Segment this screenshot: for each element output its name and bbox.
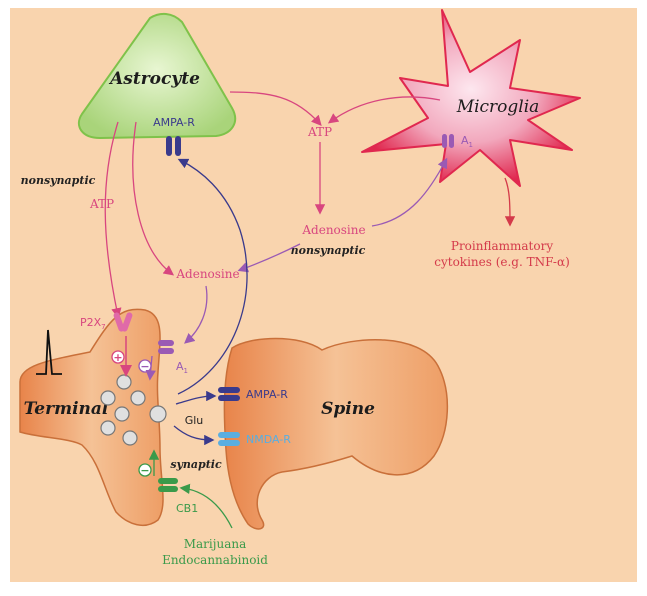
synaptic-label: synaptic <box>170 458 222 471</box>
vesicle <box>100 420 116 436</box>
a1-microglia-label: A1 <box>461 134 473 149</box>
atp-left-label: ATP <box>89 197 114 211</box>
arrow-microglia-cytokines <box>504 177 516 227</box>
arrow-a1-vesicles <box>145 355 156 381</box>
p2x7-receptor-icon <box>113 312 133 332</box>
adenosine-center-label: Adenosine <box>301 223 365 237</box>
nonsynaptic-center-label: nonsynaptic <box>291 244 366 257</box>
adenosine-left-label: Adenosine <box>175 267 239 281</box>
microglia-shape <box>361 9 581 187</box>
proinflammatory-line1: Proinflammatory <box>451 239 553 253</box>
ampa-receptor-astrocyte-icon <box>166 136 181 156</box>
vesicle-fusing <box>149 405 167 423</box>
minus-circle-cb1-icon <box>138 463 152 477</box>
action-potential-icon <box>36 329 62 375</box>
minus-sign-cb1: − <box>140 464 149 477</box>
arrow-adenosine-microglia <box>371 157 448 227</box>
arrow-microglia-atp <box>327 96 441 124</box>
arrow-astrocyte-atp <box>229 91 322 126</box>
a1-receptor-terminal-icon <box>158 340 174 354</box>
vesicle <box>122 430 138 446</box>
arrow-astrocyte-adenosine <box>132 121 175 276</box>
spine-shape <box>223 337 448 530</box>
cb1-receptor-icon <box>158 478 178 492</box>
arrow-glu-ampa <box>175 390 217 405</box>
marijuana-label: Marijuana <box>184 537 247 551</box>
astrocyte-shape <box>77 12 237 140</box>
ampa-r-astrocyte-label: AMPA-R <box>153 116 195 129</box>
cb1-label: CB1 <box>176 502 198 515</box>
vesicle <box>116 374 132 390</box>
arrow-astrocyte-p2x <box>104 121 122 319</box>
p2x-label: P2X7 <box>80 316 106 331</box>
a1-terminal-label: A1 <box>176 360 188 375</box>
nonsynaptic-left-label: nonsynaptic <box>21 174 96 187</box>
arrow-adenosine-center-left <box>237 243 301 273</box>
spine-label: Spine <box>321 399 375 419</box>
vesicle <box>100 390 116 406</box>
arrow-adenosine-a1-terminal <box>184 285 208 344</box>
plus-sign: + <box>113 351 122 364</box>
atp-top-label: ATP <box>307 125 332 139</box>
nmda-receptor-icon <box>218 432 240 446</box>
arrow-marijuana-cb1 <box>179 483 233 529</box>
vesicle <box>130 390 146 406</box>
vesicle <box>114 406 130 422</box>
a1-receptor-microglia-icon <box>442 134 454 148</box>
nmda-r-label: NMDA-R <box>246 433 291 446</box>
glu-label: Glu <box>185 414 204 427</box>
plus-circle-icon <box>111 350 125 364</box>
ampa-r-spine-label: AMPA-R <box>246 388 288 401</box>
minus-sign-a1: − <box>140 360 149 373</box>
terminal-label: Terminal <box>24 399 109 419</box>
proinflammatory-line2: cytokines (e.g. TNF-α) <box>434 255 570 269</box>
terminal-shape <box>19 308 164 527</box>
arrow-glu-astrocyte <box>177 158 248 395</box>
microglia-label: Microglia <box>456 97 540 117</box>
astrocyte-label: Astrocyte <box>108 69 200 89</box>
ampa-receptor-spine-icon <box>218 387 240 401</box>
vesicle-group <box>100 374 167 446</box>
arrow-glu-nmda <box>173 425 215 446</box>
endocannabinoid-label: Endocannabinoid <box>162 553 268 567</box>
